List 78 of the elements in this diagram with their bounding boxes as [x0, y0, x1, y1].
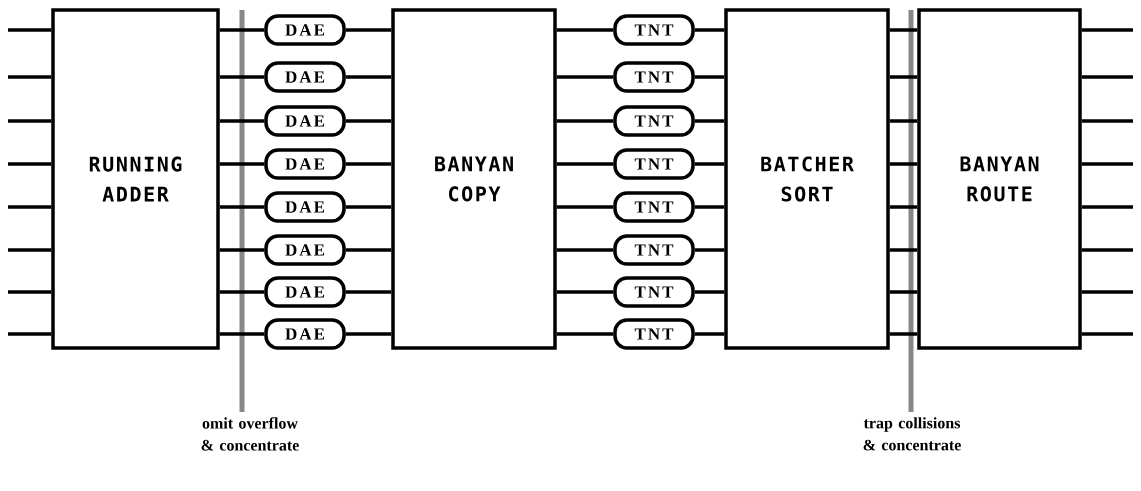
connector-line: [1081, 162, 1133, 166]
connector-line: [345, 162, 392, 166]
connector-line: [1081, 332, 1133, 336]
pill-box: DAE: [264, 318, 346, 350]
connector-line: [219, 290, 265, 294]
connector-line: [889, 162, 918, 166]
connector-line: [1081, 28, 1133, 32]
pill-box: TNT: [613, 61, 695, 93]
connector-line: [556, 332, 614, 336]
block-box: BANYAN COPY: [391, 8, 557, 350]
connector-line: [1081, 290, 1133, 294]
connector-line: [219, 332, 265, 336]
connector-line: [889, 290, 918, 294]
connector-line: [8, 248, 52, 252]
block-box: BATCHER SORT: [724, 8, 890, 350]
connector-line: [1081, 119, 1133, 123]
connector-line: [8, 75, 52, 79]
block-box: BANYAN ROUTE: [917, 8, 1082, 350]
connector-line: [345, 119, 392, 123]
connector-line: [556, 205, 614, 209]
connector-line: [694, 205, 725, 209]
pill-box: TNT: [613, 14, 695, 46]
pill-box: DAE: [264, 105, 346, 137]
connector-line: [219, 205, 265, 209]
pill-box: DAE: [264, 276, 346, 308]
connector-line: [889, 28, 918, 32]
connector-line: [694, 162, 725, 166]
pill-box: DAE: [264, 14, 346, 46]
connector-line: [8, 290, 52, 294]
connector-line: [345, 75, 392, 79]
connector-line: [889, 205, 918, 209]
connector-line: [1081, 248, 1133, 252]
connector-line: [1081, 75, 1133, 79]
connector-line: [219, 28, 265, 32]
pill-box: TNT: [613, 318, 695, 350]
connector-line: [694, 332, 725, 336]
connector-line: [694, 28, 725, 32]
connector-line: [8, 119, 52, 123]
pill-box: DAE: [264, 61, 346, 93]
connector-line: [219, 119, 265, 123]
connector-line: [219, 75, 265, 79]
connector-line: [889, 75, 918, 79]
annotation-text: omit overflow & concentrate: [201, 417, 299, 451]
pill-box: DAE: [264, 191, 346, 223]
connector-line: [345, 28, 392, 32]
connector-line: [556, 290, 614, 294]
connector-line: [556, 28, 614, 32]
connector-line: [694, 248, 725, 252]
connector-line: [694, 75, 725, 79]
connector-line: [345, 290, 392, 294]
annotation-text: trap collisions & concentrate: [863, 417, 961, 451]
connector-line: [556, 248, 614, 252]
pill-box: TNT: [613, 234, 695, 266]
connector-line: [694, 119, 725, 123]
connector-line: [345, 205, 392, 209]
connector-line: [8, 28, 52, 32]
connector-line: [219, 248, 265, 252]
connector-line: [556, 162, 614, 166]
connector-line: [345, 248, 392, 252]
connector-line: [889, 248, 918, 252]
connector-line: [694, 290, 725, 294]
pill-box: TNT: [613, 148, 695, 180]
pill-box: TNT: [613, 191, 695, 223]
connector-line: [556, 119, 614, 123]
connector-line: [556, 75, 614, 79]
connector-line: [889, 332, 918, 336]
connector-line: [8, 332, 52, 336]
connector-line: [345, 332, 392, 336]
pill-box: DAE: [264, 234, 346, 266]
connector-line: [8, 205, 52, 209]
pill-box: TNT: [613, 276, 695, 308]
pill-box: DAE: [264, 148, 346, 180]
connector-line: [1081, 205, 1133, 209]
connector-line: [889, 119, 918, 123]
block-box: RUNNING ADDER: [51, 8, 220, 350]
connector-line: [219, 162, 265, 166]
connector-line: [8, 162, 52, 166]
pill-box: TNT: [613, 105, 695, 137]
